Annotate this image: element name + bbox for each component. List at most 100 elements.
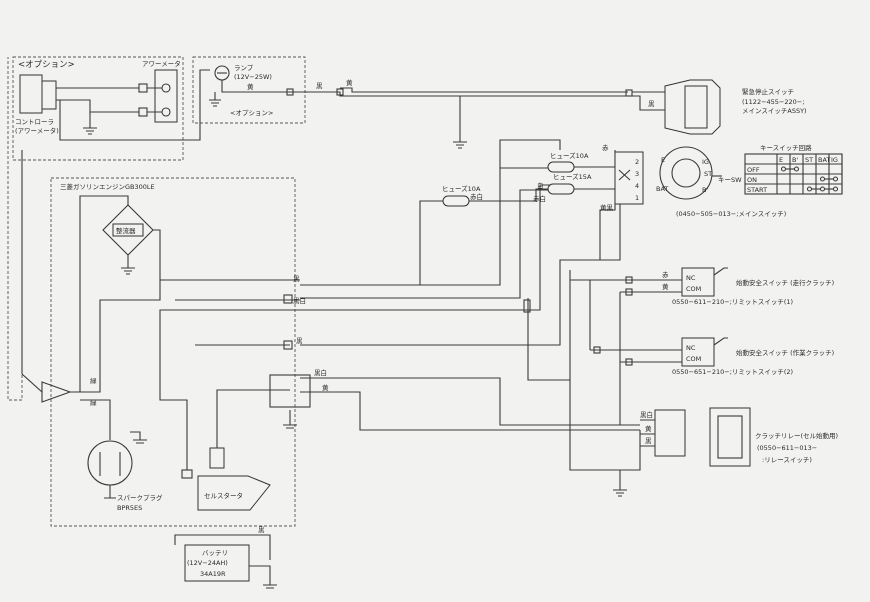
wire-estop-switch [632,91,665,111]
label-relay-3: :リレースイッチ) [762,456,812,464]
terminal-4: 4 [635,182,639,190]
keytable-dot [832,186,839,192]
relay-body [709,407,751,467]
mainswitch-terminal-block [614,151,644,205]
label-com-1: COM [686,285,701,293]
engine-frame [50,177,296,527]
label-lamp-1: ランプ [234,64,254,72]
label-engine: 三菱ガソリンエンジンGB300LE [60,182,155,191]
wire-color-green-2: 緑 [90,398,97,407]
connector-estop-2 [336,88,344,96]
wire-safety-vertical [569,270,640,471]
connector-hm-2 [138,107,148,117]
wire-harness-upper [300,167,621,346]
option-frame-lamp [192,56,306,124]
starter-motor [197,475,271,511]
label-mainswitch: (0450−505−013−;メインスイッチ) [676,210,786,218]
wire-color-fuse-1: 赤 [602,144,609,152]
wire-safety-switch-2 [660,337,728,363]
label-safety2-title: 始動安全スイッチ (作業クラッチ) [736,348,834,357]
fuse-10a-mid [442,195,470,207]
keytable-dot [793,166,800,172]
label-fuse10a-mid: ヒューズ10A [442,184,481,193]
label-estop-1: 緊急停止スイッチ [742,87,794,96]
keytable-dot [780,166,787,172]
label-safety1-title: 始動安全スイッチ (走行クラッチ) [736,278,834,287]
wire-rectifier [79,195,135,365]
label-safety1-part: 0550−611−210−;リミットスイッチ(1) [672,298,793,306]
label-nc-2: NC [686,344,696,352]
controller-knob [41,80,57,110]
wire-color-bus-5: 黄 [322,383,329,392]
wire-color-relay-3: 黒 [645,437,652,445]
keytable-row-label: OFF [747,166,760,174]
terminal-3: 3 [635,170,639,178]
label-estop-2: (1122−455−220−; [742,98,804,106]
ground-symbol-lamp [209,92,221,107]
connector-hm-1 [138,83,148,93]
label-key-ig: IG [702,158,709,166]
connector-safety-2b [625,358,633,366]
safety-switch-2 [681,337,715,367]
label-fuse10a-top: ヒューズ10A [550,151,589,160]
wire-color-fuse-3: 赤白 [533,194,546,203]
ignition-triangle [41,381,72,403]
wire-color-estop-3: 黒 [648,100,655,108]
wire-color-fuse-5: 黄黒 [600,203,614,212]
wire-misc [499,139,570,381]
label-estop-3: メインスイッチASSY) [742,107,807,115]
connector-vertical [523,299,531,313]
label-option-2: <オプション> [230,109,273,117]
connector-estop-3 [625,89,633,97]
wire-controller-hourmeter [56,87,162,113]
keytable-dot [819,176,826,182]
keytable-row-label: ON [747,176,757,184]
connector-starter [181,469,193,479]
wire-starter [159,309,300,470]
label-safety2-part: 0550−651−210−;リミットスイッチ(2) [672,368,793,376]
keytable-header: E [779,156,783,164]
keyswitch-circle [659,146,713,200]
label-lamp-2: (12V−25W) [234,73,272,81]
wire-safety-switch-1 [660,267,728,293]
label-controller-2: (アワーメータ) [15,126,59,135]
wire-color-battery: 黒 [258,526,265,534]
option-frame-controller [12,56,184,161]
label-rectifier: 整流器 [116,226,136,235]
keytable-dot [819,186,826,192]
ground-symbol-magneto [130,431,147,444]
wire-color-bus-4: 黒白 [314,368,327,377]
label-battery-3: 34A19R [200,570,226,578]
connector-safety-2a [593,346,601,354]
label-relay-2: (0550−611−013− [757,444,817,452]
controller-box [19,74,43,114]
wire-safety-2 [590,349,660,363]
wire-relay [613,419,655,497]
relay-inner [717,415,743,459]
connector-bus-2 [283,340,293,350]
label-option-1: <オプション> [18,60,75,70]
ground-symbol-estop [453,96,467,149]
fuse-15a [547,183,575,195]
wire-controller-lamp [59,69,210,141]
label-battery-1: バッテリ [202,549,228,557]
label-sparkplug-1: スパークプラグ [117,493,163,502]
terminal-cross [618,169,631,181]
label-key-e: E [661,156,665,164]
wire-battery [174,534,277,589]
keytable-dot [806,186,813,192]
label-key-st: ST [704,170,712,178]
connector-estop-1 [286,88,294,96]
wire-color-green-1: 緑 [90,376,97,385]
wire-color-fuse-2: 白 [537,181,544,190]
label-key-bp: B' [702,186,708,194]
label-nc-1: NC [686,274,696,282]
wire-color-safety-1: 赤 [662,271,669,279]
hourmeter-box [154,69,178,123]
wire-rectifier-out [99,229,161,365]
wire-lamp [221,80,290,93]
wire-color-estop-1: 黒 [316,82,323,90]
keytable-row-label: START [747,186,767,194]
